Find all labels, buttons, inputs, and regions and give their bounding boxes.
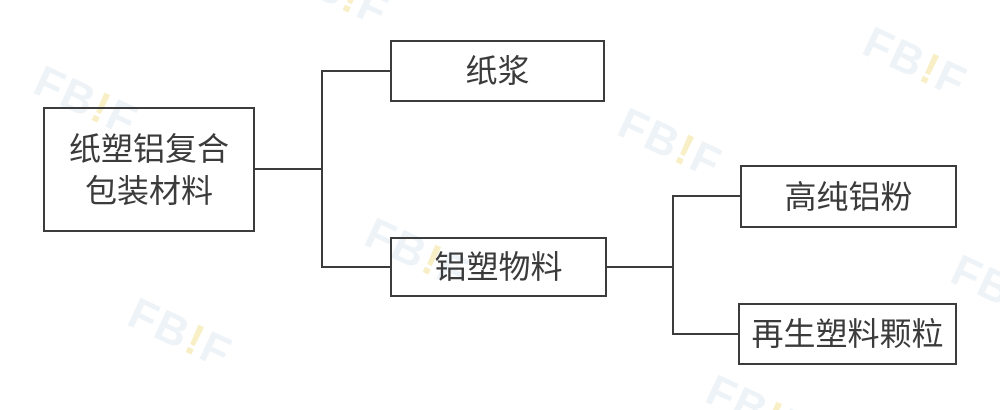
node-label-line2: 包装材料: [84, 172, 213, 209]
connector-to-alu-plastic: [321, 265, 390, 269]
connector-alu-trunk: [606, 265, 674, 269]
fbif-watermark: FB!F: [827, 3, 1000, 124]
node-alu-plastic-material: 铝塑物料: [390, 237, 607, 297]
connector-root-trunk: [254, 167, 322, 171]
node-high-purity-alu-powder: 高纯铝粉: [740, 165, 957, 228]
node-composite-packaging: 纸塑铝复合 包装材料: [43, 107, 255, 232]
connector-to-pulp: [321, 69, 390, 73]
node-pulp: 纸浆: [390, 40, 605, 102]
connector-to-pellet: [672, 332, 740, 336]
node-recycled-plastic-pellets: 再生塑料颗粒: [738, 303, 957, 365]
node-label: 高纯铝粉: [784, 178, 913, 215]
node-label: 铝塑物料: [434, 249, 563, 285]
node-label-line1: 纸塑铝复合: [68, 130, 229, 167]
connector-trunk-level2: [320, 69, 324, 269]
connector-trunk-level3: [671, 194, 675, 336]
fbif-watermark: FB!F: [582, 84, 759, 205]
fbif-watermark: FB!F: [92, 274, 269, 395]
node-label: 纸浆: [465, 53, 530, 89]
connector-to-alu-powder: [672, 194, 740, 198]
node-label: 再生塑料颗粒: [751, 316, 944, 352]
watermark-text: FB: [698, 365, 777, 410]
